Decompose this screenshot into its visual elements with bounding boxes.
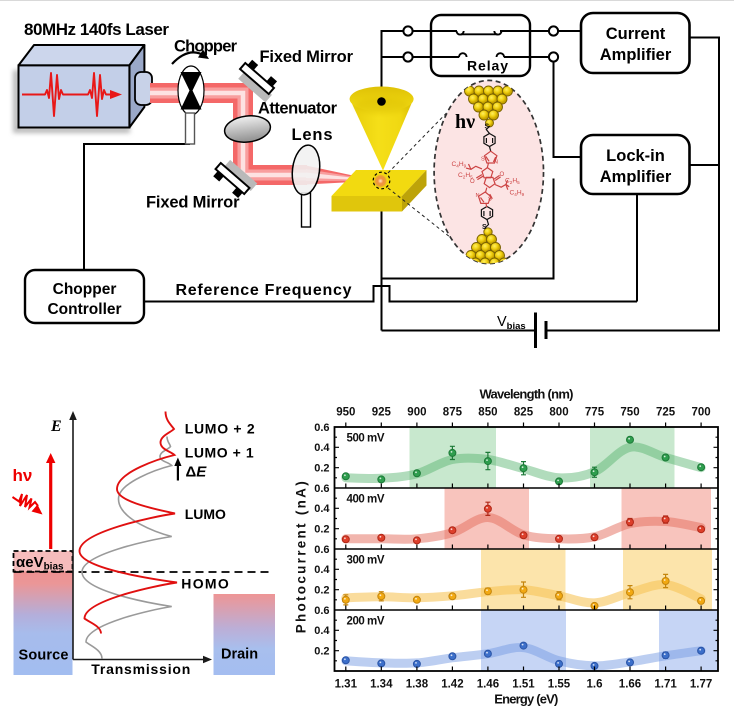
svg-text:E: E xyxy=(50,418,62,435)
svg-text:0.4: 0.4 xyxy=(314,442,330,454)
svg-text:0.4: 0.4 xyxy=(314,625,330,637)
svg-text:LUMO + 2: LUMO + 2 xyxy=(185,421,255,437)
svg-text:875: 875 xyxy=(443,407,463,419)
svg-text:Wavelength (nm): Wavelength (nm) xyxy=(480,387,574,402)
svg-text:C4H9: C4H9 xyxy=(510,190,525,198)
svg-text:1.34: 1.34 xyxy=(370,678,393,690)
svg-text:1.46: 1.46 xyxy=(477,678,499,690)
svg-text:S: S xyxy=(482,224,487,231)
svg-text:N: N xyxy=(494,160,498,166)
svg-text:C2H5: C2H5 xyxy=(458,172,473,180)
svg-text:S: S xyxy=(481,157,485,163)
svg-text:500 mV: 500 mV xyxy=(347,433,385,445)
svg-text:1.31: 1.31 xyxy=(335,678,358,690)
svg-text:Current: Current xyxy=(606,25,666,43)
svg-text:hν: hν xyxy=(13,466,33,485)
svg-text:725: 725 xyxy=(656,407,676,419)
svg-text:C4H9: C4H9 xyxy=(452,161,467,169)
svg-text:0.2: 0.2 xyxy=(314,585,329,597)
svg-text:1.66: 1.66 xyxy=(619,678,641,690)
svg-text:S: S xyxy=(488,197,492,203)
svg-text:1.38: 1.38 xyxy=(406,678,429,690)
svg-text:O: O xyxy=(470,179,475,185)
svg-text:0.2: 0.2 xyxy=(314,463,329,475)
svg-text:HOMO: HOMO xyxy=(181,576,229,592)
svg-text:1.71: 1.71 xyxy=(654,678,677,690)
svg-text:Amplifier: Amplifier xyxy=(600,46,672,64)
svg-text:LUMO: LUMO xyxy=(185,506,226,522)
svg-text:Source: Source xyxy=(19,648,69,664)
svg-text:Fixed Mirror: Fixed Mirror xyxy=(146,194,240,212)
svg-text:Lock-in: Lock-in xyxy=(606,147,665,165)
svg-text:0.6: 0.6 xyxy=(314,483,329,495)
svg-text:Controller: Controller xyxy=(47,301,121,318)
svg-text:1.6: 1.6 xyxy=(587,678,603,690)
svg-text:0.6: 0.6 xyxy=(314,544,329,556)
svg-text:1.77: 1.77 xyxy=(690,678,712,690)
svg-text:925: 925 xyxy=(372,407,392,419)
svg-text:200 mV: 200 mV xyxy=(347,616,385,628)
svg-text:0.6: 0.6 xyxy=(314,605,329,617)
svg-text:S: S xyxy=(485,124,490,131)
svg-text:1.42: 1.42 xyxy=(441,678,463,690)
svg-text:Chopper: Chopper xyxy=(53,281,117,298)
svg-text:700: 700 xyxy=(692,407,711,419)
svg-text:0.4: 0.4 xyxy=(314,503,330,515)
svg-text:80MHz 140fs Laser: 80MHz 140fs Laser xyxy=(24,20,169,39)
svg-text:hν: hν xyxy=(455,111,475,133)
svg-text:0.2: 0.2 xyxy=(314,524,329,536)
svg-text:Fixed Mirror: Fixed Mirror xyxy=(260,48,354,66)
svg-text:ΔE: ΔE xyxy=(186,463,208,480)
svg-text:0.6: 0.6 xyxy=(314,422,329,434)
svg-text:C2H5: C2H5 xyxy=(505,178,520,186)
svg-text:850: 850 xyxy=(478,407,497,419)
svg-text:Lens: Lens xyxy=(292,126,333,144)
svg-text:Amplifier: Amplifier xyxy=(600,168,672,186)
svg-text:0.4: 0.4 xyxy=(314,564,330,576)
svg-text:1.55: 1.55 xyxy=(548,678,571,690)
svg-text:Transmission: Transmission xyxy=(91,661,190,677)
svg-text:825: 825 xyxy=(514,407,534,419)
svg-text:400 mV: 400 mV xyxy=(347,494,385,506)
svg-text:750: 750 xyxy=(620,407,639,419)
svg-text:0.2: 0.2 xyxy=(314,646,329,658)
svg-text:Energy (eV): Energy (eV) xyxy=(494,691,558,706)
svg-text:Chopper: Chopper xyxy=(174,38,238,56)
svg-text:800: 800 xyxy=(549,407,568,419)
svg-text:1.51: 1.51 xyxy=(512,678,535,690)
svg-text:LUMO + 1: LUMO + 1 xyxy=(185,445,254,461)
svg-text:Drain: Drain xyxy=(221,647,258,663)
svg-text:900: 900 xyxy=(407,407,426,419)
svg-text:O: O xyxy=(500,172,505,178)
svg-text:Relay: Relay xyxy=(467,58,508,74)
svg-text:Attenuator: Attenuator xyxy=(258,100,338,118)
svg-text:Reference Frequency: Reference Frequency xyxy=(176,282,352,299)
svg-text:775: 775 xyxy=(585,407,605,419)
svg-text:950: 950 xyxy=(336,407,355,419)
svg-text:N: N xyxy=(476,193,480,199)
svg-text:300 mV: 300 mV xyxy=(347,555,385,567)
